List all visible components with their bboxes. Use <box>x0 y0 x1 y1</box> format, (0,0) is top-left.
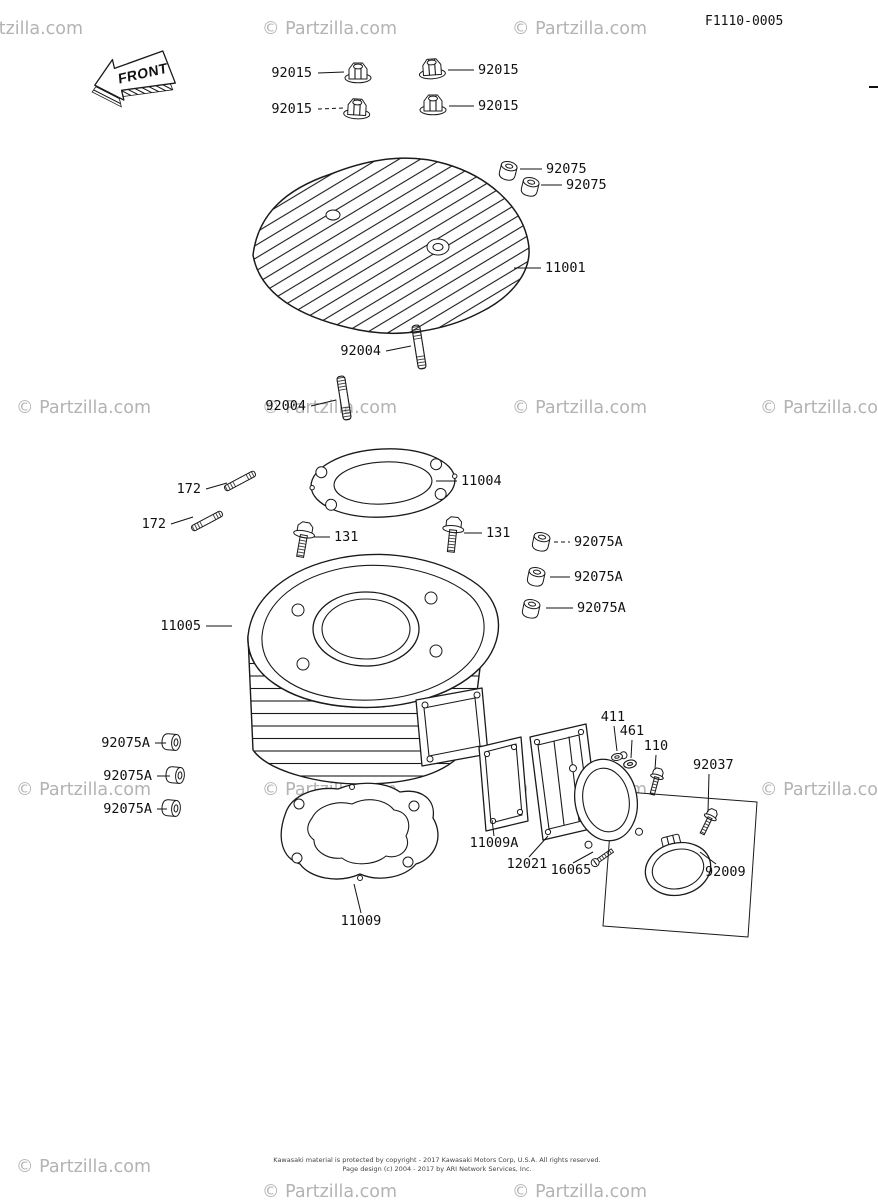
nuts-92015 <box>342 57 447 121</box>
part-label-110: 110 <box>644 738 668 754</box>
caps-92075A-left <box>160 732 186 818</box>
insulator-11009A <box>478 736 529 832</box>
part-label-92075A: 92075A <box>103 768 152 784</box>
caps-92075 <box>497 159 541 199</box>
head-gasket-11004 <box>309 448 458 518</box>
part-label-92004: 92004 <box>265 398 306 414</box>
leader-line-92004 <box>385 345 412 352</box>
watermark-text: © Partzilla.com <box>16 1157 151 1177</box>
leader-line-110 <box>654 754 657 770</box>
watermark-text: © Partzilla.com <box>512 1182 647 1200</box>
part-label-92075A: 92075A <box>577 600 626 616</box>
watermark-text: © Partzilla.com <box>512 19 647 39</box>
part-label-92075: 92075 <box>546 161 587 177</box>
clamp-92009 <box>644 833 712 897</box>
caps-92075A-right <box>520 530 552 620</box>
watermark-text: © Partzilla.com <box>760 398 878 418</box>
part-label-411: 411 <box>601 709 625 725</box>
leader-line-92015 <box>317 71 345 74</box>
leader-line-411 <box>613 725 618 752</box>
washer-461 <box>622 758 638 770</box>
part-label-92009: 92009 <box>705 864 746 880</box>
watermark-text: © Partzilla.com <box>262 19 397 39</box>
part-label-172: 172 <box>177 481 201 497</box>
leader-line-92015 <box>317 107 345 110</box>
cylinder-head-11001 <box>252 157 530 335</box>
front-arrow: FRONT <box>91 50 176 108</box>
part-label-12021: 12021 <box>507 856 548 872</box>
watermark-text: © Partzilla.com <box>16 398 151 418</box>
copyright-line-2: Page design (c) 2004 - 2017 by ARI Netwo… <box>342 1165 531 1173</box>
part-label-16065: 16065 <box>551 862 592 878</box>
leader-line-461 <box>630 739 633 759</box>
leader-line-172 <box>170 516 194 525</box>
studs-172 <box>190 469 257 533</box>
part-label-131: 131 <box>486 525 510 541</box>
bolt-110 <box>645 766 666 797</box>
part-label-92075A: 92075A <box>574 569 623 585</box>
holder-16065 <box>568 751 644 868</box>
part-label-461: 461 <box>620 723 644 739</box>
leader-line-92037 <box>707 773 710 813</box>
leader-line-12021 <box>528 835 549 858</box>
part-label-11009A: 11009A <box>470 835 519 851</box>
leader-line-16065 <box>572 851 594 864</box>
watermark-text: © Partzilla.com <box>16 780 151 800</box>
leader-line-92009 <box>699 851 717 865</box>
part-label-92075: 92075 <box>566 177 607 193</box>
watermark-text: © Partzilla.com <box>262 1182 397 1200</box>
holder-screw <box>590 848 615 868</box>
diagram-code: F1110-0005 <box>705 14 783 29</box>
part-label-92015: 92015 <box>271 65 312 81</box>
cylinder-11005 <box>247 553 500 785</box>
part-label-92075A: 92075A <box>574 534 623 550</box>
base-gasket-11009 <box>280 782 439 881</box>
leader-line-92004 <box>310 399 337 407</box>
part-label-11001: 11001 <box>545 260 586 276</box>
part-label-92015: 92015 <box>271 101 312 117</box>
watermark-text: © Partzilla.com <box>760 780 878 800</box>
copyright-line-1: Kawasaki material is protected by copyri… <box>273 1156 600 1164</box>
part-label-92015: 92015 <box>478 62 519 78</box>
part-label-92075A: 92075A <box>103 801 152 817</box>
part-label-11005: 11005 <box>160 618 201 634</box>
leader-line-172 <box>205 482 228 490</box>
intake-flange <box>415 687 489 767</box>
washer-411 <box>610 752 624 762</box>
part-label-11004: 11004 <box>461 473 502 489</box>
watermark-text: © Partzilla.com <box>0 19 83 39</box>
leader-line-11009A <box>491 819 495 837</box>
front-arrow-body <box>94 50 176 101</box>
part-label-11009: 11009 <box>341 913 382 929</box>
watermark-text: © Partzilla.com <box>262 398 397 418</box>
part-label-92037: 92037 <box>693 757 734 773</box>
part-label-92015: 92015 <box>478 98 519 114</box>
leader-line-11009 <box>353 883 362 914</box>
watermark-text: © Partzilla.com <box>512 398 647 418</box>
part-label-92075A: 92075A <box>101 735 150 751</box>
part-label-131: 131 <box>334 529 358 545</box>
part-label-172: 172 <box>142 516 166 532</box>
part-label-92004: 92004 <box>340 343 381 359</box>
